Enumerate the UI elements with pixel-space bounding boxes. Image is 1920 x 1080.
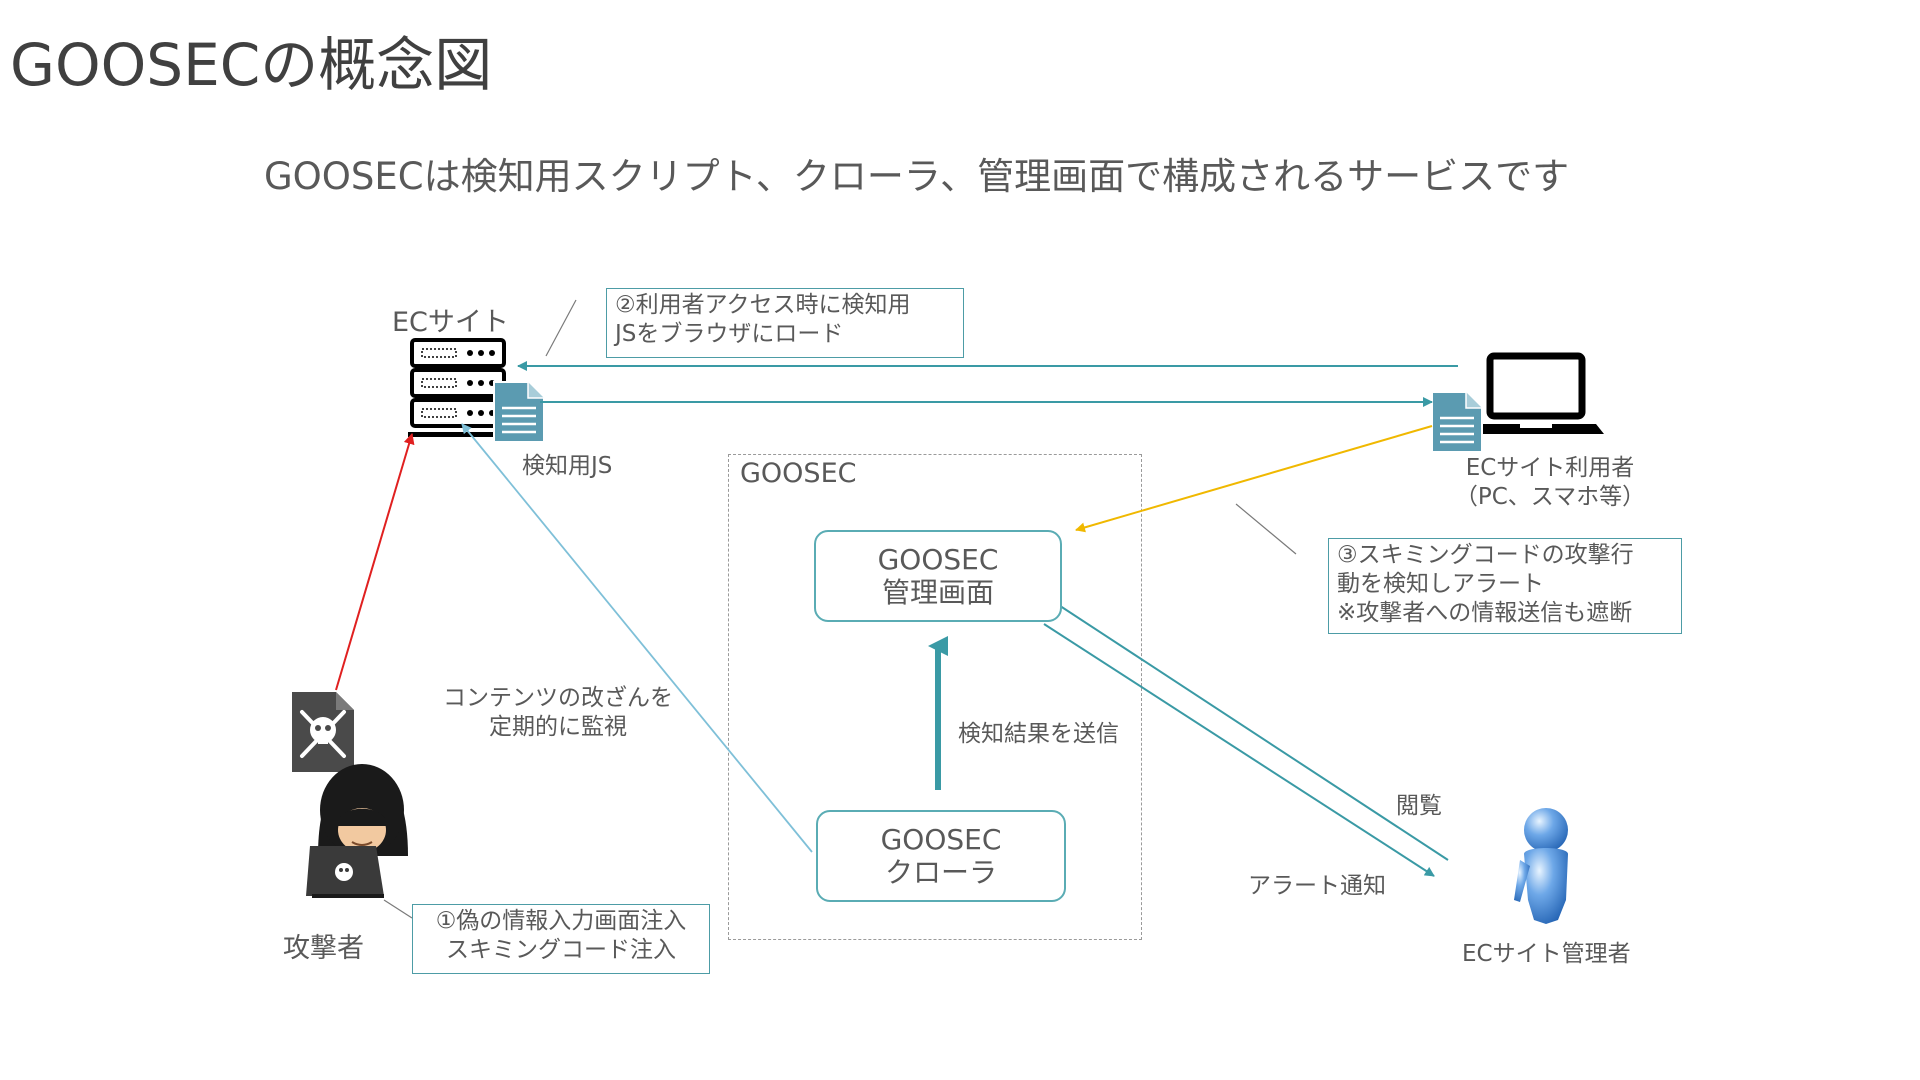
- monitor-label-line1: コンテンツの改ざんを: [443, 685, 673, 711]
- goosec-boundary-label: GOOSEC: [740, 458, 857, 489]
- crawler-line1: GOOSEC: [880, 823, 1002, 856]
- callout-step1: ①偽の情報入力画面注入 スキミングコード注入: [412, 904, 710, 974]
- ec-admin-label: ECサイト管理者: [1462, 941, 1631, 967]
- arrow-attacker-to-ecsite: [335, 433, 415, 691]
- server-icon: [408, 338, 508, 437]
- alert-notify-label: アラート通知: [1248, 873, 1386, 899]
- callout2-leader: [545, 299, 577, 357]
- view-label: 閲覧: [1396, 793, 1442, 819]
- laptop-icon: [1468, 352, 1604, 434]
- callout-step1-line1: ①偽の情報入力画面注入: [435, 908, 687, 934]
- admin-screen-node: GOOSEC 管理画面: [814, 530, 1062, 622]
- ec-user-label: ECサイト利用者 （PC、スマホ等）: [1440, 454, 1660, 512]
- monitor-label: コンテンツの改ざんを 定期的に監視: [428, 684, 688, 742]
- arrow-admin-screen-to-admin: [1043, 623, 1435, 877]
- send-results-label: 検知結果を送信: [958, 721, 1119, 747]
- callout-step2-line1: ②利用者アクセス時に検知用: [615, 292, 911, 318]
- arrow-admin-to-admin-screen: [1047, 597, 1449, 861]
- callout-step3: ③スキミングコードの攻撃行 動を検知しアラート ※攻撃者への情報送信も遮断: [1328, 538, 1682, 634]
- arrow-crawler-to-ecsite: [461, 423, 813, 853]
- attacker-icon: [306, 764, 408, 898]
- admin-person-icon: [1514, 808, 1568, 924]
- arrow-user-to-admin-screen: [1075, 425, 1433, 533]
- callout-step1-line2: スキミングコード注入: [446, 937, 676, 963]
- callout-step2-line2: JSをブラウザにロード: [615, 321, 844, 347]
- page-title: GOOSECの概念図: [10, 31, 493, 99]
- malicious-file-icon: [292, 692, 354, 772]
- ec-user-label-line1: ECサイト利用者: [1465, 455, 1635, 481]
- user-js-document-icon: [1431, 391, 1483, 453]
- admin-screen-line1: GOOSEC: [877, 543, 999, 576]
- crawler-node: GOOSEC クローラ: [816, 810, 1066, 902]
- admin-screen-line2: 管理画面: [881, 576, 994, 609]
- crawler-line2: クローラ: [884, 856, 997, 889]
- callout-step3-line3: ※攻撃者への情報送信も遮断: [1337, 600, 1633, 626]
- callout-step3-line2: 動を検知しアラート: [1337, 571, 1544, 597]
- subtitle: GOOSECは検知用スクリプト、クローラ、管理画面で構成されるサービスです: [264, 155, 1570, 198]
- callout-step3-line1: ③スキミングコードの攻撃行: [1337, 542, 1634, 568]
- goosec-boundary: [728, 454, 1142, 940]
- js-document-icon: [493, 381, 545, 443]
- callout-step2: ②利用者アクセス時に検知用 JSをブラウザにロード: [606, 288, 964, 358]
- attacker-label: 攻撃者: [283, 933, 364, 964]
- ec-user-label-line2: （PC、スマホ等）: [1454, 484, 1646, 510]
- callout1-leader: [383, 899, 413, 919]
- monitor-label-line2: 定期的に監視: [489, 714, 627, 740]
- detection-js-label: 検知用JS: [522, 453, 613, 479]
- ec-site-label: ECサイト: [392, 307, 509, 338]
- callout3-leader: [1235, 503, 1297, 555]
